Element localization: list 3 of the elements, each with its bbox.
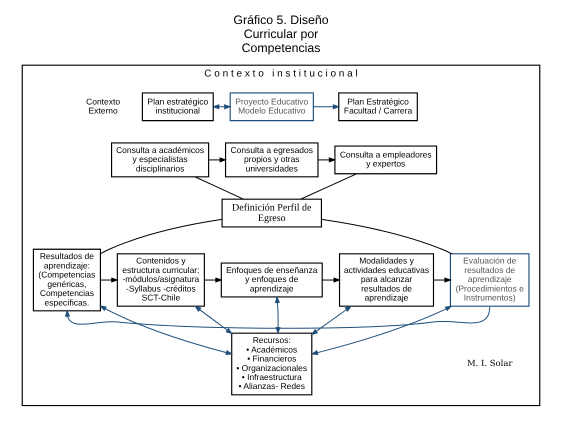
label: Contexto Externo [86, 96, 120, 116]
diagram-title: Gráfico 5. Diseño Curricular por Competencias [233, 13, 329, 55]
label: M. I. Solar [466, 358, 512, 368]
